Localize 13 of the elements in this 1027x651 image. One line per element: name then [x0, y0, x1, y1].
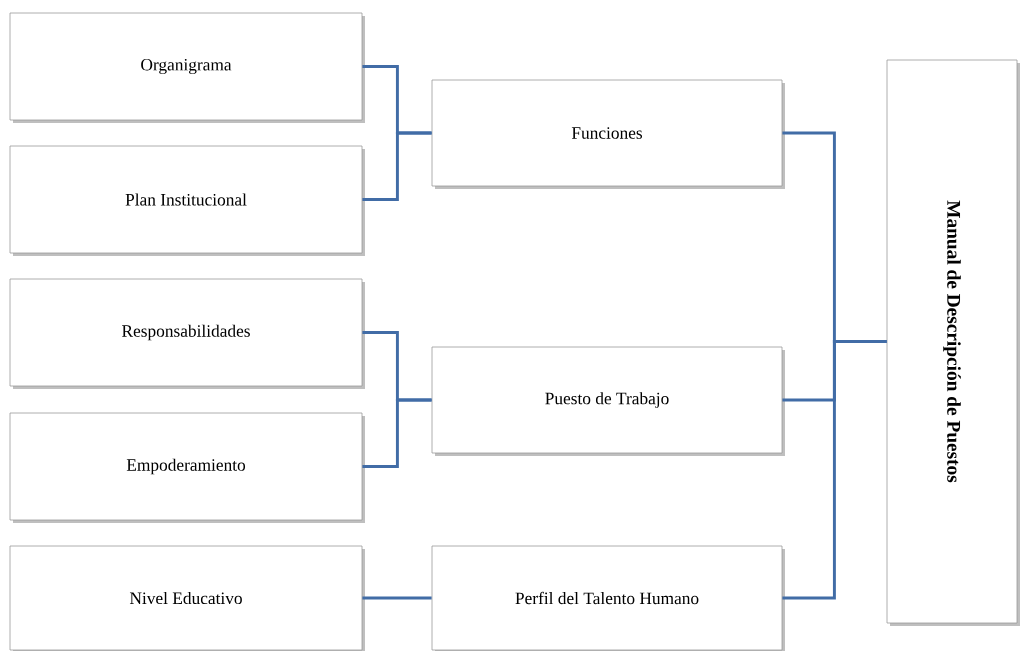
process-box: Nivel Educativo — [9, 545, 365, 651]
connector-line — [362, 398, 432, 468]
process-box: Organigrama — [9, 12, 365, 123]
connector-line — [362, 131, 432, 201]
process-box: Funciones — [431, 79, 785, 189]
process-box: Manual de Descripción de Puestos — [886, 59, 1020, 626]
process-box: Empoderamiento — [9, 412, 365, 523]
connector-line — [782, 340, 887, 600]
process-box: Puesto de Trabajo — [431, 346, 785, 456]
process-box: Plan Institucional — [9, 145, 365, 256]
process-box: Perfil del Talento Humano — [431, 545, 785, 651]
process-box: Responsabilidades — [9, 278, 365, 389]
connector-line — [362, 596, 432, 600]
